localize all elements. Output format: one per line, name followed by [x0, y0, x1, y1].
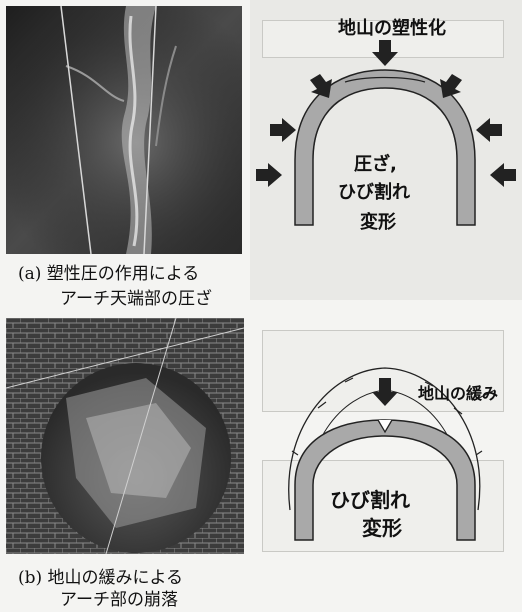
caption-a-line1: (a) 塑性圧の作用による	[18, 262, 199, 286]
arrow-down-icon	[372, 378, 398, 406]
arrow-icon	[490, 163, 516, 187]
caption-a-line2: アーチ天端部の圧ざ	[60, 287, 212, 311]
arrow-icon	[256, 163, 282, 187]
label-cracking-b: ひび割れ	[330, 484, 410, 513]
label-cracking-a: ひび割れ	[338, 178, 410, 204]
photo-b-arch-collapse	[6, 318, 244, 554]
arrow-icon	[270, 118, 296, 142]
arrow-icon	[476, 118, 502, 142]
photo-a-image	[6, 6, 242, 254]
label-deformation-b: 変形	[362, 512, 402, 541]
caption-b-line2: アーチ部の崩落	[60, 588, 178, 612]
label-plasticization: 地山の塑性化	[338, 14, 446, 40]
arrow-icon	[440, 74, 462, 98]
arrow-down-icon	[372, 40, 398, 66]
label-crushing: 圧ざ,	[354, 150, 397, 176]
arrow-icon	[310, 74, 332, 98]
caption-b-line1: (b) 地山の緩みによる	[18, 566, 183, 590]
label-deformation-a: 変形	[360, 208, 396, 234]
label-ground-loosening: 地山の緩み	[418, 380, 498, 404]
photo-a-tunnel-crown	[6, 6, 242, 254]
photo-b-image	[6, 318, 244, 554]
